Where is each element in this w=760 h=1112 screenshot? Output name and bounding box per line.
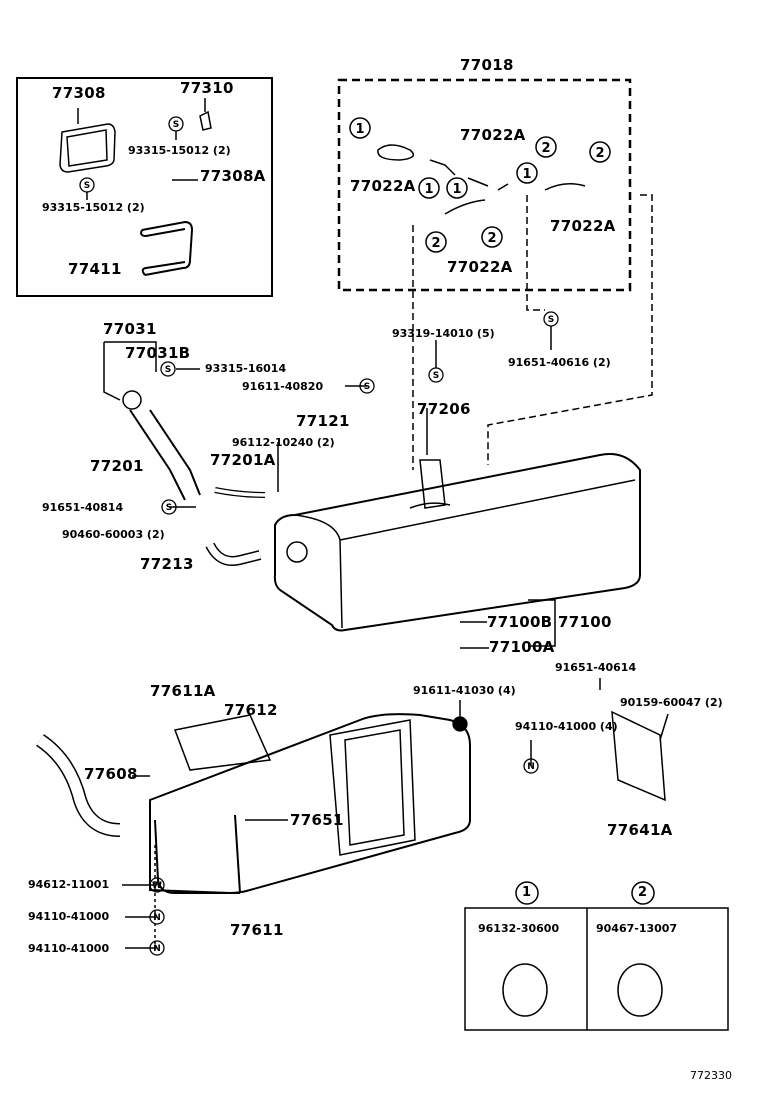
- bolt-symbol-s: S: [548, 315, 554, 325]
- part-label: 93315-15012 (2): [42, 201, 145, 214]
- part-label: 77121: [296, 412, 350, 430]
- part-label: 93315-16014: [205, 362, 287, 375]
- bolt-symbol-s: S: [165, 365, 171, 375]
- bolt-symbol-s: S: [84, 181, 90, 191]
- part-label: 77206: [417, 400, 471, 418]
- callout-1: 1: [355, 122, 364, 137]
- part-label: 77310: [180, 79, 234, 97]
- part-label: 77022A: [460, 126, 526, 144]
- part-77641A: [611, 710, 666, 802]
- part-label: 77651: [290, 811, 344, 829]
- callout-2: 2: [595, 146, 604, 161]
- tank-band-frame: [329, 719, 416, 856]
- part-label: 77022A: [447, 258, 513, 276]
- part-label: 77022A: [350, 177, 416, 195]
- callout-2: 2: [541, 141, 550, 156]
- part-label: 94110-41000: [28, 910, 110, 923]
- vent-hose: [377, 144, 415, 161]
- fill-hose-lower: [36, 735, 121, 836]
- callout-1: 1: [452, 182, 461, 197]
- part-label: 77100: [558, 613, 612, 631]
- part-label: 91611-41030 (4): [413, 684, 516, 697]
- nut-symbol-n: N: [153, 944, 161, 954]
- part-label: 90460-60003 (2): [62, 528, 165, 541]
- washer-symbol-w: W: [152, 881, 162, 891]
- part-label: 77308A: [200, 167, 266, 185]
- part-label: 77411: [68, 260, 122, 278]
- callout-1: 1: [522, 167, 531, 182]
- nut-symbol-n: N: [527, 762, 535, 772]
- part-label: 77100B: [487, 613, 553, 631]
- part-77310: [199, 110, 212, 131]
- bolt-symbol-s: S: [173, 120, 179, 130]
- part-label: 77308: [52, 84, 106, 102]
- part-label: 77213: [140, 555, 194, 573]
- part-77308: [59, 123, 116, 173]
- callout-2: 2: [431, 236, 440, 251]
- bolt-symbol-s: S: [364, 382, 370, 392]
- part-label: 77611: [230, 921, 284, 939]
- part-label: 94612-11001: [28, 878, 110, 891]
- part-label: 77022A: [550, 217, 616, 235]
- part-label: 94110-41000 (4): [515, 720, 618, 733]
- part-label: 91651-40614: [555, 661, 637, 674]
- part-label: 91611-40820: [242, 380, 324, 393]
- part-label: 94110-41000: [28, 942, 110, 955]
- part-label: 77201: [90, 457, 144, 475]
- part-label: 77641A: [607, 821, 673, 839]
- part-label: 96112-10240 (2): [232, 436, 335, 449]
- legend-part-2: 90467-13007: [596, 922, 678, 935]
- part-label: 77031B: [125, 344, 191, 362]
- part-label: 77608: [84, 765, 138, 783]
- part-77611: [154, 814, 241, 894]
- clamp-1-drawing: [502, 963, 548, 1017]
- fuel-tank: [273, 453, 641, 632]
- inset-box: [16, 77, 273, 297]
- filler-neck: [286, 541, 308, 563]
- filler-pipe: [129, 409, 201, 501]
- part-77612: [173, 714, 272, 771]
- part-label: 93319-14010 (5): [392, 327, 495, 340]
- part-77411: [140, 220, 194, 276]
- part-label: 91651-40814: [42, 501, 124, 514]
- part-label: 91651-40616 (2): [508, 356, 611, 369]
- part-label: 90159-60047 (2): [620, 696, 723, 709]
- part-label: 77100A: [489, 638, 555, 656]
- legend-box: [464, 907, 729, 1031]
- callout-2: 2: [487, 231, 496, 246]
- vent-group-box: [337, 78, 632, 292]
- filler-cap: [122, 390, 142, 410]
- part-label: 77201A: [210, 451, 276, 469]
- part-label: 77031: [103, 320, 157, 338]
- callout-1: 1: [424, 182, 433, 197]
- part-label: 77611A: [150, 682, 216, 700]
- legend-callout-2: 2: [638, 885, 648, 900]
- lower-tank: [149, 713, 471, 895]
- group-label-77018: 77018: [460, 56, 514, 74]
- nut-symbol-n: N: [153, 913, 161, 923]
- legend-part-1: 96132-30600: [478, 922, 560, 935]
- part-label: 93315-15012 (2): [128, 144, 231, 157]
- bolt-symbol-s: S: [433, 371, 439, 381]
- diagram-id: 772330: [690, 1069, 732, 1082]
- part-label: 77612: [224, 701, 278, 719]
- clamp-2-drawing: [617, 963, 663, 1017]
- bolt-symbol-s: S: [166, 503, 172, 513]
- legend-callout-1: 1: [522, 885, 532, 900]
